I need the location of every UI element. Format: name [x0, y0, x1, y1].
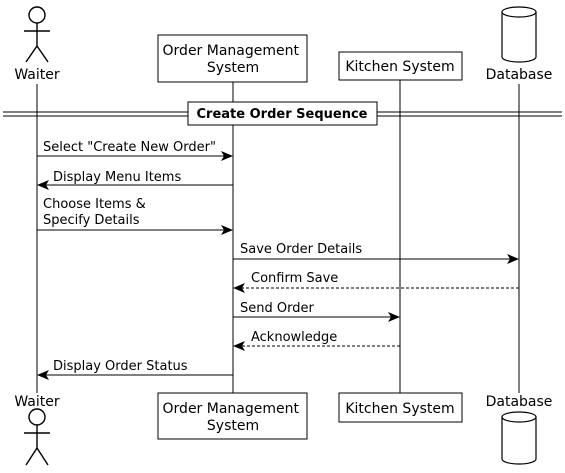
participants-bottom: Waiter Order Management System Kitchen S… — [14, 392, 553, 466]
database-icon — [501, 411, 537, 465]
message-label: Save Order Details — [240, 242, 362, 257]
actor-waiter-bottom — [24, 408, 50, 466]
message-label: Select "Create New Order" — [43, 140, 216, 155]
participant-label-waiter-top: Waiter — [14, 67, 60, 83]
participant-label-waiter-bottom: Waiter — [14, 394, 60, 410]
label-line-2: System — [207, 418, 259, 434]
participant-label-kitchen-bottom: Kitchen System — [345, 401, 454, 417]
message-label: Choose Items & Specify Details — [43, 197, 150, 228]
actor-head-icon — [28, 408, 46, 426]
participant-box-order-management-top — [157, 34, 308, 83]
message-5: Confirm Save — [233, 271, 519, 293]
participant-box-kitchen-top — [338, 51, 463, 81]
message-label: Display Order Status — [53, 359, 188, 374]
message-8: Display Order Status — [37, 359, 233, 380]
label-line-2: Specify Details — [43, 213, 140, 228]
message-6: Send Order — [233, 301, 400, 322]
participant-box-kitchen-bottom — [338, 392, 463, 423]
message-label: Acknowledge — [251, 330, 337, 345]
message-4: Save Order Details — [233, 242, 519, 264]
actor-waiter-top — [24, 6, 50, 63]
participant-label-database-top: Database — [486, 67, 553, 83]
participant-label-database-bottom: Database — [486, 394, 553, 410]
message-label: Display Menu Items — [53, 170, 181, 185]
message-7: Acknowledge — [233, 330, 400, 351]
label-line-1: Order Management — [163, 401, 300, 417]
participant-label-order-management-bottom: Order Management System — [163, 401, 304, 434]
section-divider: Create Order Sequence — [3, 101, 562, 126]
participant-label-kitchen-top: Kitchen System — [345, 59, 454, 75]
label-line-1: Choose Items & — [43, 197, 146, 212]
participant-box-order-management-bottom — [157, 392, 308, 440]
label-line-2: System — [207, 60, 259, 76]
message-1: Select "Create New Order" — [37, 140, 233, 161]
label-line-1: Order Management — [163, 43, 300, 59]
database-icon — [501, 6, 537, 63]
message-3: Choose Items & Specify Details — [37, 197, 233, 235]
message-label: Send Order — [240, 301, 314, 316]
section-title: Create Order Sequence — [197, 107, 368, 122]
actor-head-icon — [28, 6, 46, 24]
participants-top: Waiter Order Management System Kitchen S… — [14, 6, 553, 83]
participant-label-order-management-top: Order Management System — [163, 43, 304, 76]
message-2: Display Menu Items — [37, 170, 233, 190]
messages: Select "Create New Order" Display Menu I… — [37, 140, 519, 380]
message-label: Confirm Save — [251, 271, 338, 286]
